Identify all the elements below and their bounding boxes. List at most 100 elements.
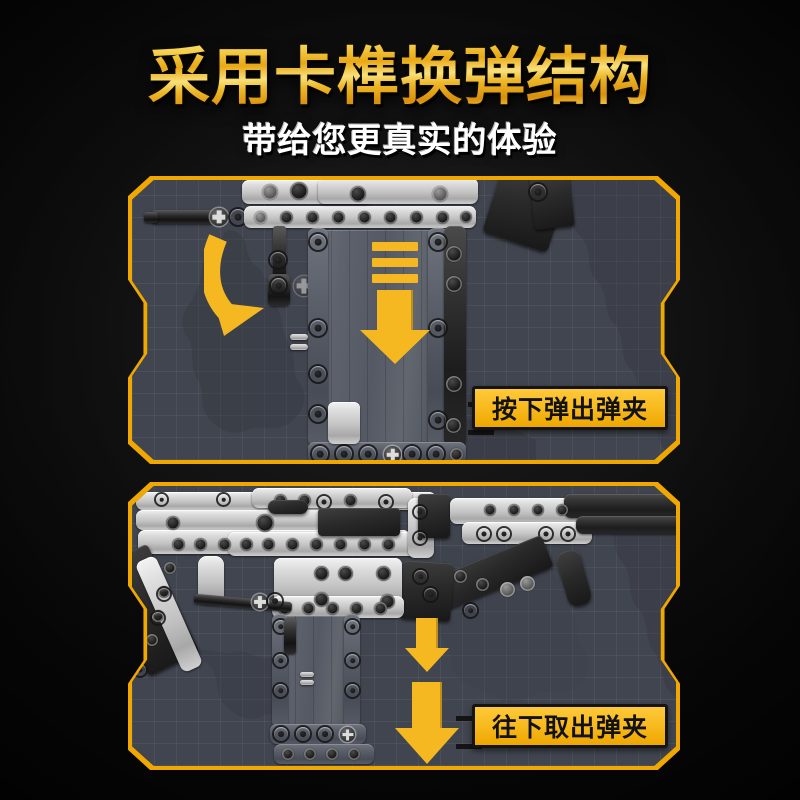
badge-connector (456, 716, 482, 721)
lego-blue-pin (498, 528, 510, 540)
lego-beam-hole (254, 211, 267, 224)
lego-blue-pin (312, 446, 328, 460)
lego-blue-pin (310, 320, 326, 336)
header: 采用卡榫换弹结构 采用卡榫换弹结构 带给您更真实的体验 (0, 0, 800, 175)
lego-beam-hole (166, 516, 180, 530)
arrow-shaft (416, 618, 438, 650)
lego-blue-pin (274, 727, 288, 741)
lego-blue-pin (156, 494, 167, 505)
lego-blue-pin (430, 412, 446, 428)
lego-blue-pin (380, 496, 392, 508)
lego-catch-detail (290, 334, 308, 340)
arrow-head (405, 648, 449, 672)
pull-down-arrow-large-icon (394, 682, 460, 766)
lego-blue-pin (430, 320, 446, 336)
lego-beam-hole (508, 504, 520, 516)
lego-beam-hole (358, 211, 371, 224)
lego-catch-detail (290, 344, 308, 350)
lego-beam-hole (326, 602, 339, 615)
lego-beam-hole (304, 748, 316, 760)
lego-blue-pin (152, 612, 164, 624)
motion-dash (372, 242, 418, 251)
lego-beam-hole (350, 186, 366, 202)
lego-beam-hole (314, 592, 329, 607)
motion-dash (372, 274, 418, 283)
lego-blue-pin (530, 184, 546, 200)
panel-label-press-eject[interactable]: 按下弹出弹夹 (472, 386, 668, 430)
lego-beam-hole (306, 211, 319, 224)
lego-vertical-rod (284, 618, 296, 654)
lego-blue-pin (414, 506, 426, 518)
lego-beam-hole (532, 504, 544, 516)
lego-axle-connector (384, 446, 401, 460)
arrow-shaft (377, 290, 413, 332)
lego-beam-hole (446, 376, 462, 392)
lego-blue-pin (346, 620, 359, 633)
lego-barrel-rear (564, 494, 676, 518)
lego-beam-hole (500, 582, 515, 597)
press-down-arrow-icon (360, 242, 430, 364)
lego-beam-hole (348, 748, 360, 760)
lego-blue-pin (346, 654, 359, 667)
arrow-head (360, 330, 430, 364)
pull-down-arrow-small-icon (402, 618, 452, 672)
lego-beam-hole (446, 246, 462, 262)
lego-beam-hole (146, 634, 158, 646)
lego-beam-hole (454, 570, 467, 583)
lego-beam-hole (262, 538, 275, 551)
lego-blue-pin (414, 570, 427, 583)
lego-axle-rod (152, 210, 214, 224)
lego-beam-hole (240, 538, 253, 551)
lego-beam-hole (460, 211, 472, 223)
lego-beam-hole (290, 182, 308, 200)
lego-magazine-rail (428, 228, 448, 446)
lego-beam-hole (476, 578, 489, 591)
lego-beam-hole (172, 538, 185, 551)
lego-beam-hole (332, 211, 345, 224)
lego-beam-hole (256, 514, 274, 532)
lego-beam-hole (410, 211, 423, 224)
lego-ejection-port (318, 508, 400, 536)
lego-axle-tip (144, 212, 158, 223)
lego-beam-hole (450, 448, 463, 460)
lego-catch-detail (300, 672, 314, 677)
lego-blue-pin (478, 528, 490, 540)
page-title: 采用卡榫换弹结构 (0, 44, 800, 110)
lego-blue-pin (218, 494, 229, 505)
lego-beam-hole (358, 538, 371, 551)
arrow-shaft (412, 682, 442, 730)
lego-beam-hole (338, 566, 353, 581)
lego-charging-handle (268, 500, 308, 514)
lego-axle-connector (252, 594, 268, 610)
lego-beam-hole (376, 566, 391, 581)
lego-technic-beam (318, 180, 478, 204)
lego-catch-detail (300, 680, 314, 685)
lego-beam-hole (436, 211, 449, 224)
lego-blue-pin (430, 234, 446, 250)
lego-beam-hole (164, 562, 176, 574)
lego-beam-hole (310, 538, 323, 551)
lego-beam-hole (302, 602, 315, 615)
lego-beam-hole (326, 748, 338, 760)
lego-beam-hole (446, 418, 461, 433)
lego-blue-pin (310, 234, 326, 250)
lego-blue-pin (310, 406, 326, 422)
lego-magazine-rail (344, 614, 360, 728)
lego-blue-pin (336, 446, 352, 460)
panel-label-pull-down-remove[interactable]: 往下取出弹夹 (472, 704, 668, 748)
lego-beam-hole (556, 504, 568, 516)
lego-blue-pin (310, 366, 326, 382)
lego-blue-pin (268, 594, 282, 608)
lego-beam-hole (282, 748, 294, 760)
lego-magazine-rail (308, 228, 328, 446)
lego-axle-connector (210, 208, 228, 226)
lego-beam-hole (286, 538, 299, 551)
lego-beam-hole (520, 576, 535, 591)
lego-beam-hole (194, 538, 207, 551)
lego-blue-pin (428, 446, 444, 460)
lego-blue-pin (346, 684, 359, 697)
arrow-head (395, 728, 459, 764)
panel-inner: 按下弹出弹夹 (132, 180, 676, 460)
badge-connector (468, 430, 494, 435)
rotate-arrow-icon (204, 234, 264, 336)
